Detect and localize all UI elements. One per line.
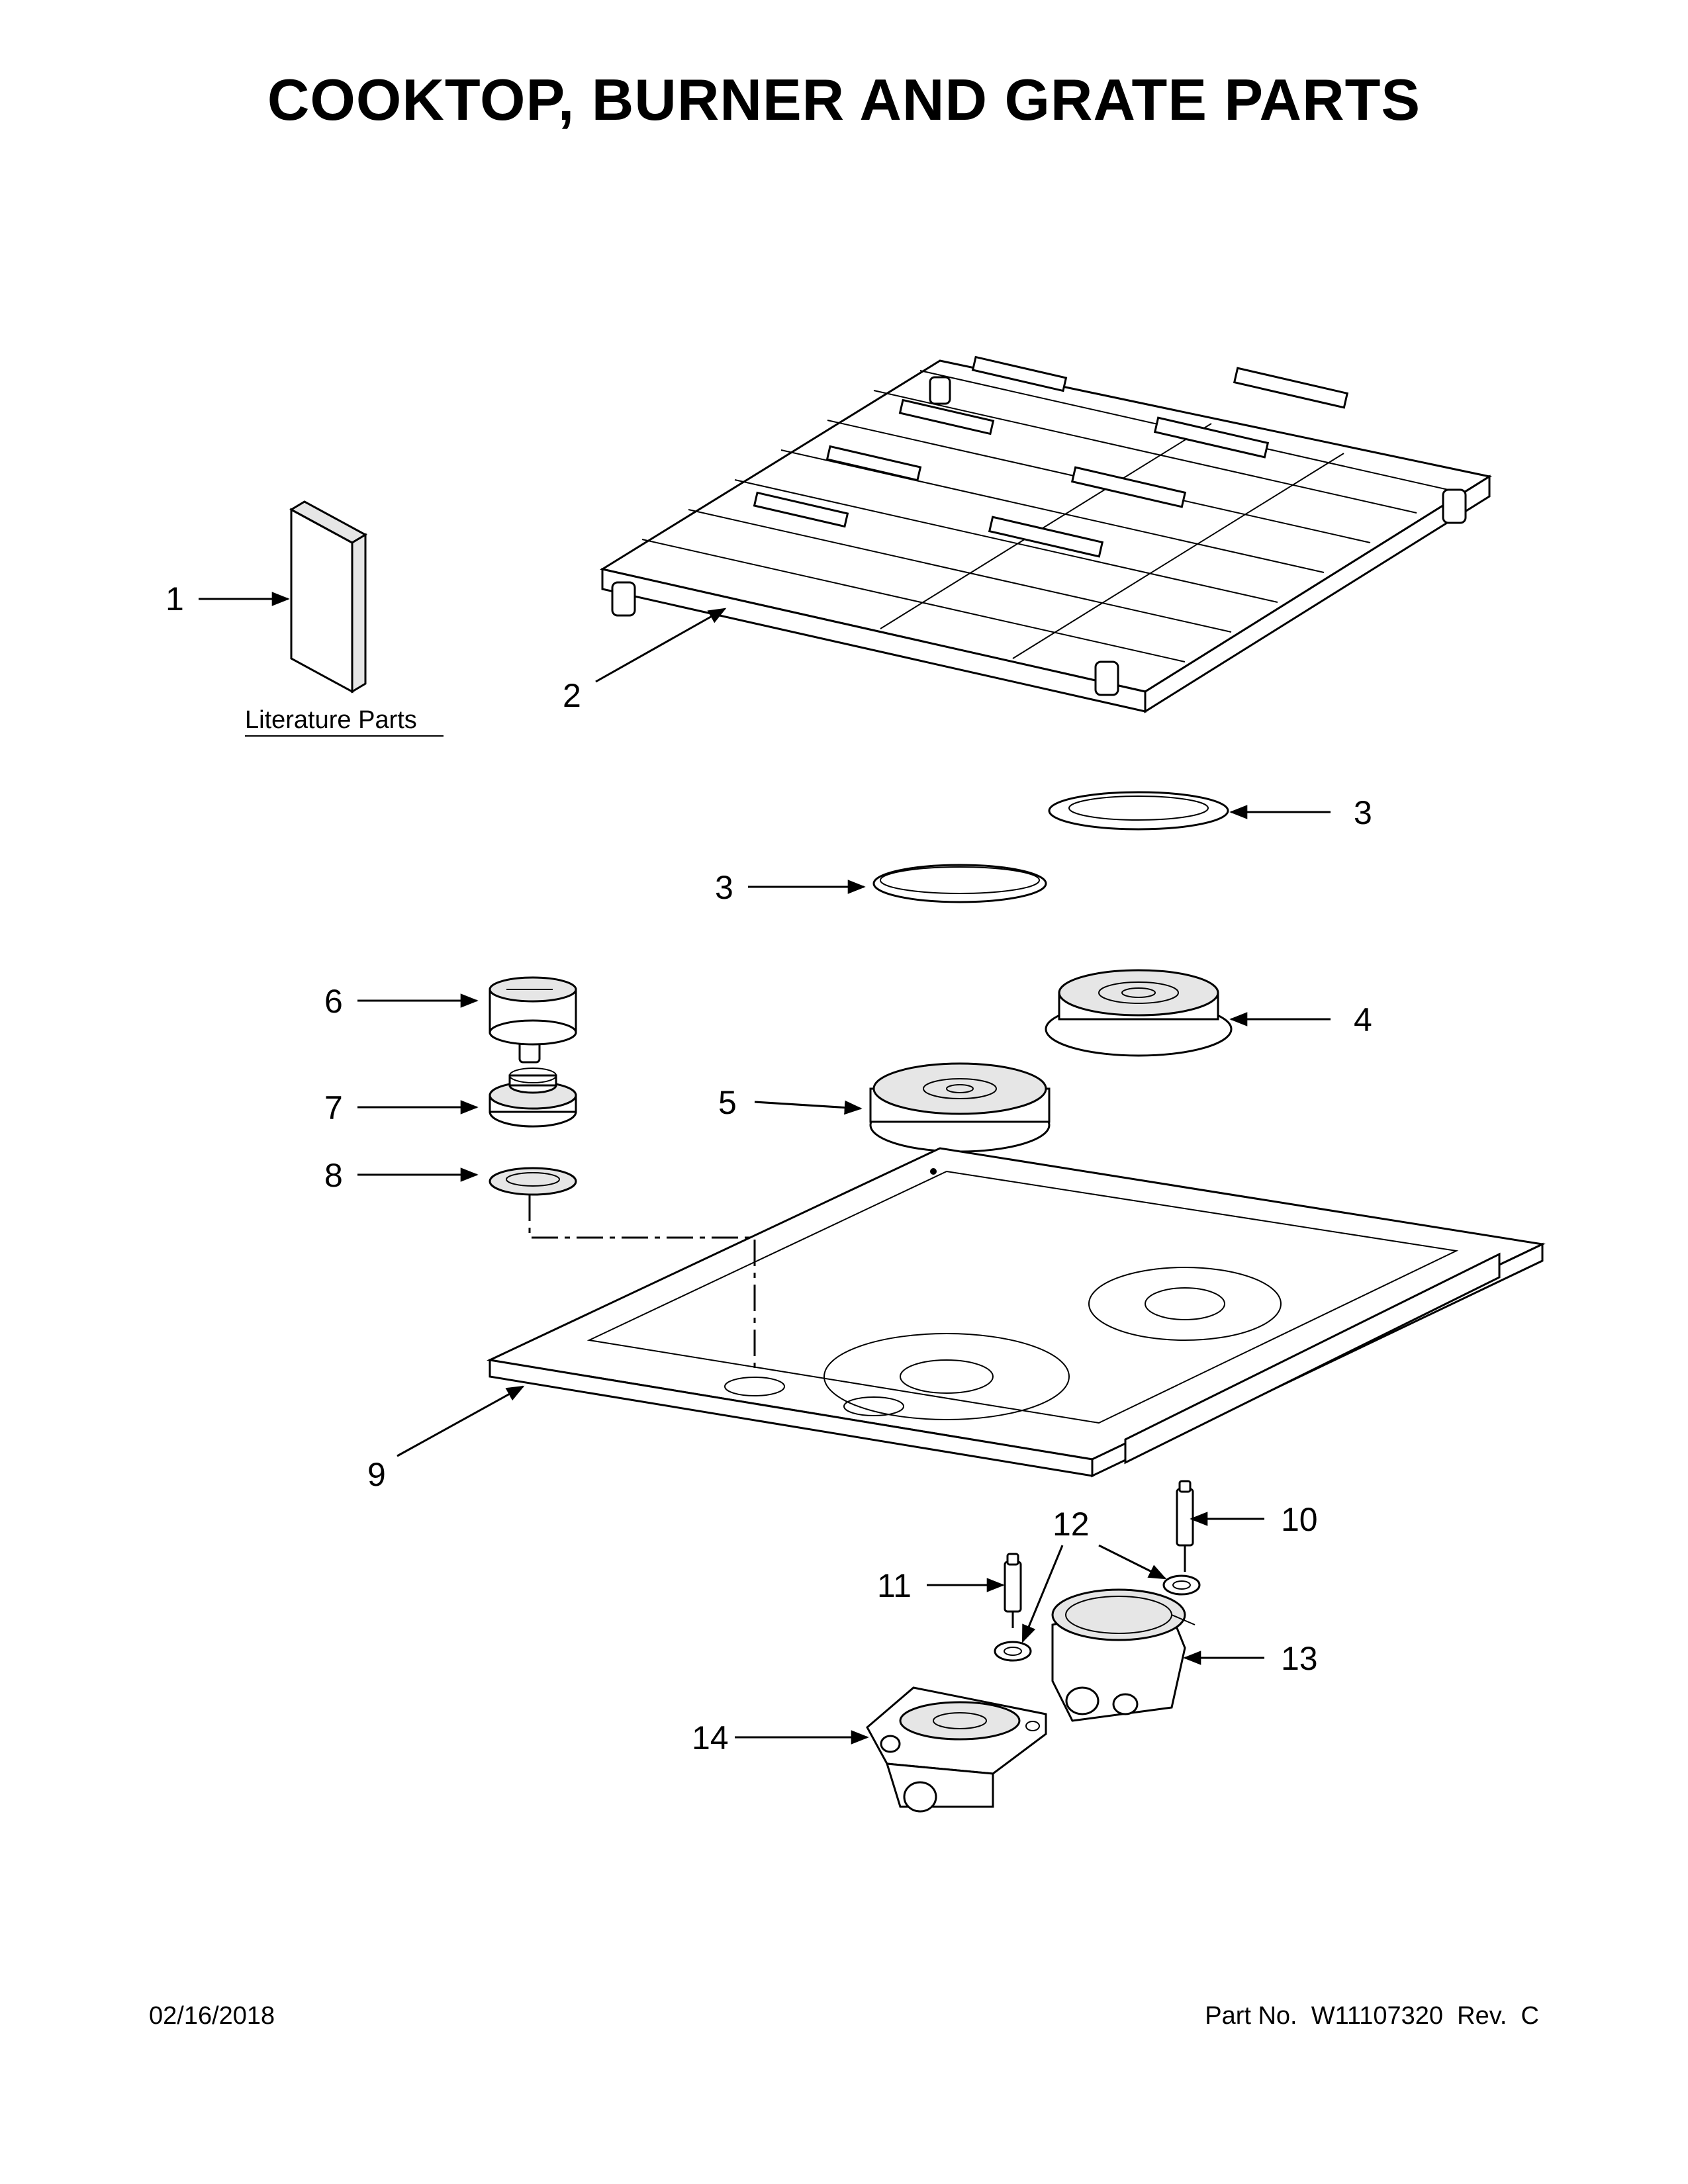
igniter-electrode-left xyxy=(1004,1553,1022,1628)
control-knob xyxy=(489,976,577,1064)
literature-parts-label: Literature Parts xyxy=(245,706,417,734)
grate xyxy=(600,355,1492,713)
callout-arrows xyxy=(199,592,1331,1745)
callout-5: 5 xyxy=(718,1084,737,1121)
literature-booklet xyxy=(289,500,368,694)
callout-7: 7 xyxy=(324,1089,343,1126)
gasket-leader-line xyxy=(528,1195,756,1373)
callout-3-lower: 3 xyxy=(715,869,733,906)
page-title: COOKTOP, BURNER AND GRATE PARTS xyxy=(267,67,1421,132)
callout-13: 13 xyxy=(1281,1640,1318,1677)
footer-date: 02/16/2018 xyxy=(149,2002,275,2030)
callout-1: 1 xyxy=(165,580,184,617)
knob-gasket xyxy=(489,1167,577,1196)
callout-4: 4 xyxy=(1354,1001,1372,1038)
callout-14: 14 xyxy=(692,1719,729,1756)
burner-cap-large xyxy=(1048,791,1229,831)
callout-9: 9 xyxy=(367,1456,386,1493)
burner-cap-small xyxy=(872,864,1047,903)
burner-base-small xyxy=(869,1062,1051,1153)
igniter-electrode-right xyxy=(1176,1480,1194,1572)
callout-2: 2 xyxy=(563,677,581,714)
callout-12: 12 xyxy=(1053,1506,1090,1543)
callout-8: 8 xyxy=(324,1157,343,1194)
knob-bezel xyxy=(489,1068,577,1128)
callout-3-upper: 3 xyxy=(1354,794,1372,831)
burner-housing-right xyxy=(1051,1588,1196,1722)
grommet-left xyxy=(994,1641,1032,1662)
callout-6: 6 xyxy=(324,983,343,1020)
burner-housing-left xyxy=(866,1686,1047,1813)
grommet-right xyxy=(1162,1574,1201,1596)
cooktop-panel xyxy=(486,1147,1546,1478)
footer-part-number: Part No. W11107320 Rev. C xyxy=(1205,2002,1539,2030)
callout-11: 11 xyxy=(877,1567,912,1604)
callout-10: 10 xyxy=(1281,1501,1318,1538)
burner-base-large xyxy=(1045,969,1233,1057)
